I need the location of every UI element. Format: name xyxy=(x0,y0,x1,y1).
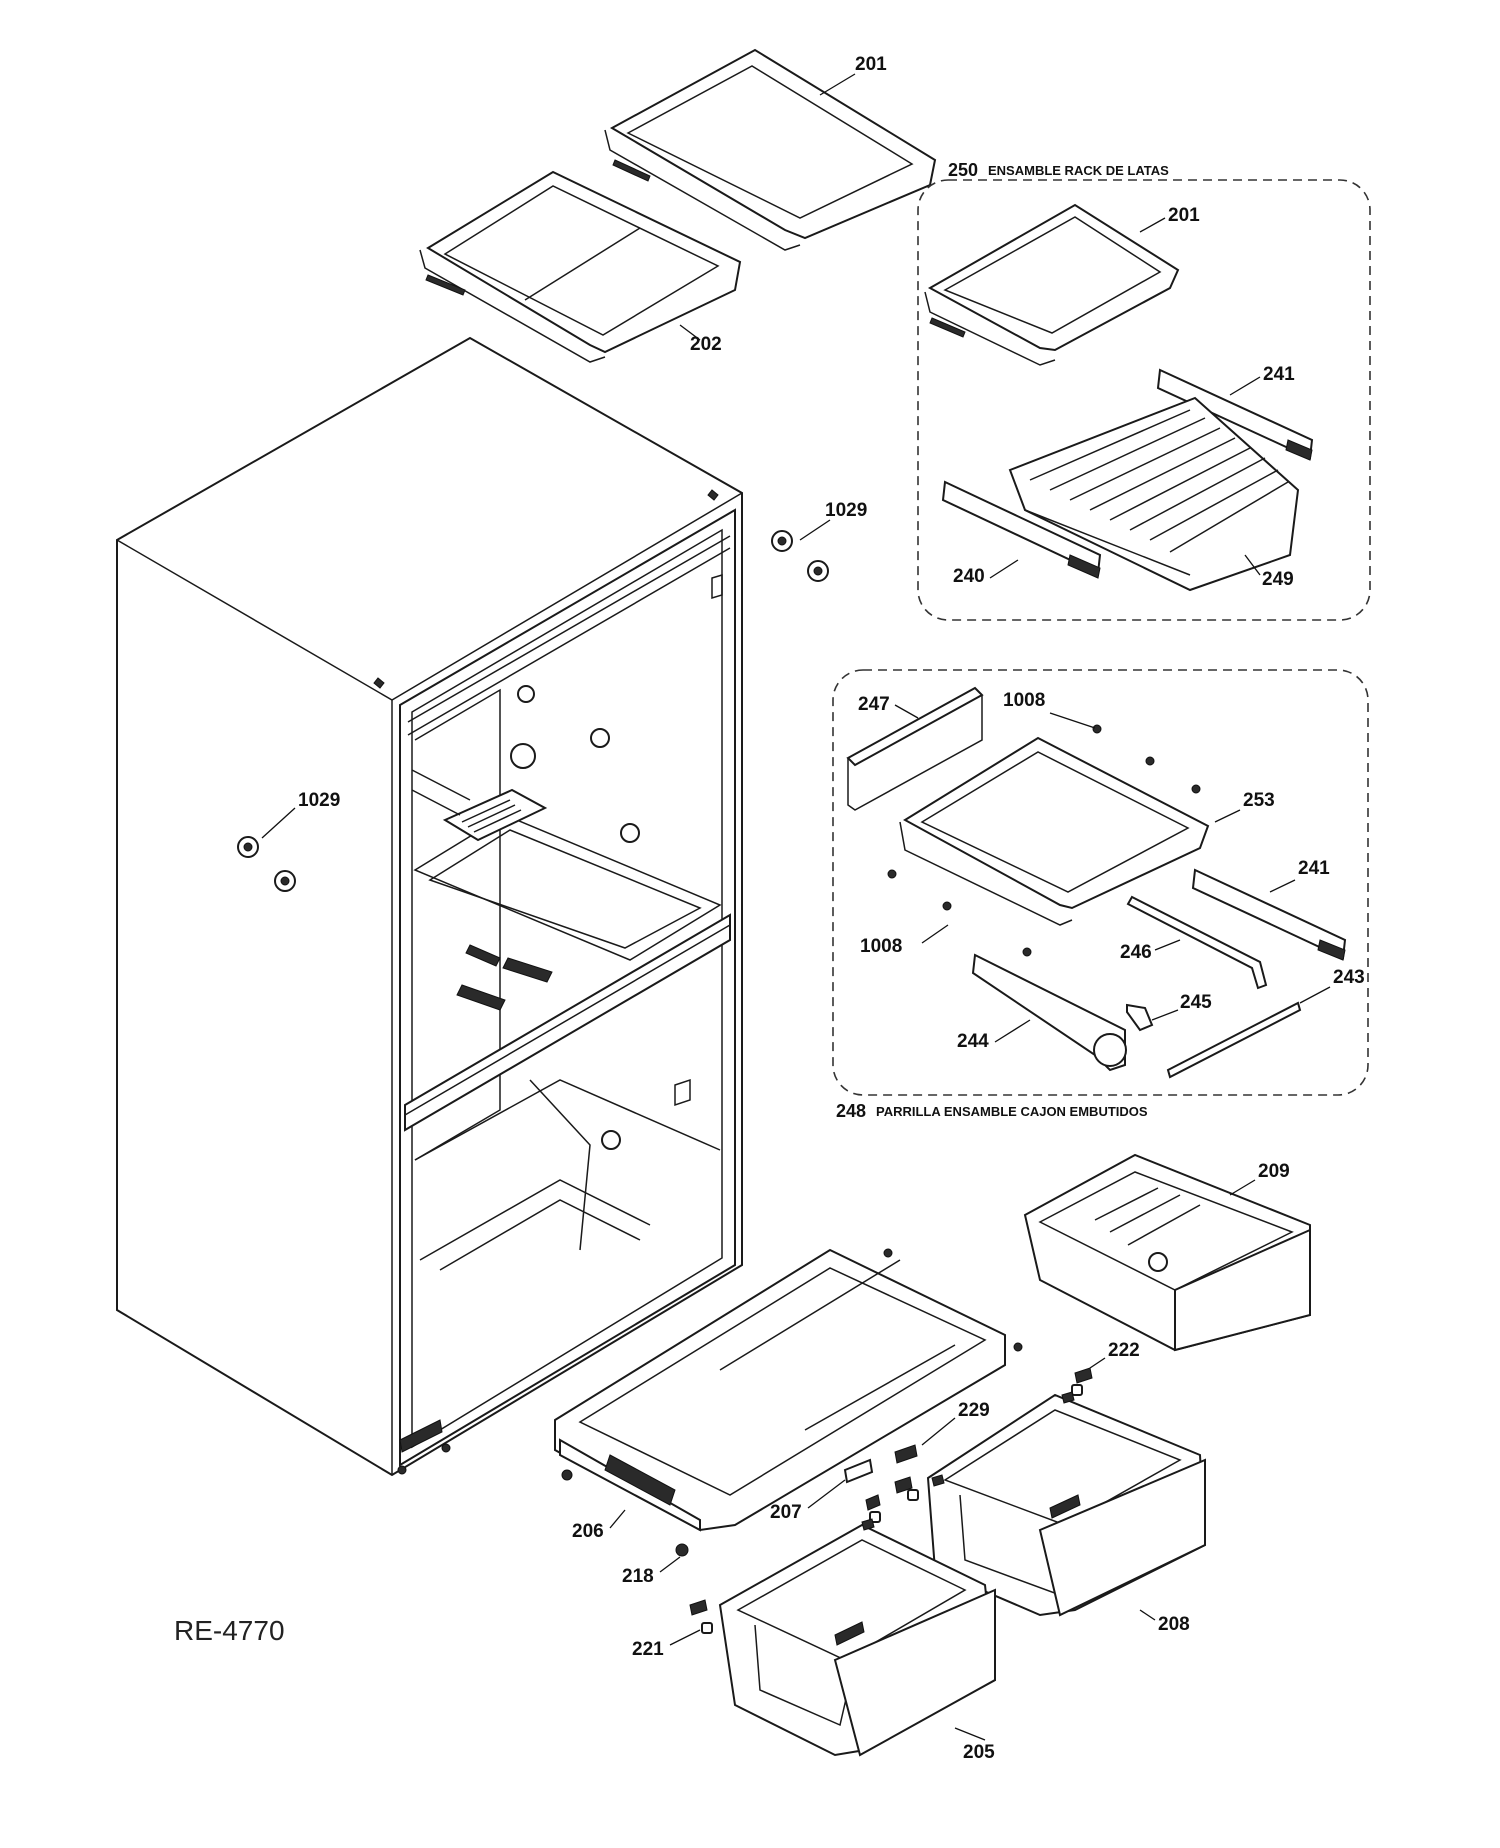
hinge-cap-1029-left xyxy=(237,836,296,892)
refrigerator-cabinet xyxy=(116,336,743,1477)
callout-244: 244 xyxy=(957,1031,989,1052)
callout-202: 202 xyxy=(690,334,722,355)
callout-246: 246 xyxy=(1120,942,1152,963)
callout-218: 218 xyxy=(622,1566,654,1587)
can-rack-249 xyxy=(1008,396,1300,592)
pan-209 xyxy=(1023,1153,1311,1352)
crisper-bin-205 xyxy=(718,1518,997,1757)
rod-246 xyxy=(1126,895,1268,990)
caps-221 xyxy=(689,1599,713,1634)
clip-245 xyxy=(1126,1003,1154,1032)
callout-221: 221 xyxy=(632,1639,664,1660)
callout-205: 205 xyxy=(963,1742,995,1763)
callout-1029-right: 1029 xyxy=(825,500,867,521)
rail-241-mid xyxy=(1191,868,1347,961)
shelf-201-top xyxy=(604,48,937,251)
callout-1008-bottom: 1008 xyxy=(860,936,902,957)
callout-201-top: 201 xyxy=(855,54,887,75)
callout-201-group: 201 xyxy=(1168,205,1200,226)
callout-209: 209 xyxy=(1258,1161,1290,1182)
can-rack-group-title: ENSAMBLE RACK DE LATAS xyxy=(988,163,1169,178)
document-id: RE-4770 xyxy=(174,1615,285,1646)
can-rack-group-box xyxy=(917,179,1371,621)
callout-207: 207 xyxy=(770,1502,802,1523)
callout-1008-top: 1008 xyxy=(1003,690,1045,711)
callout-241-mid: 241 xyxy=(1298,858,1330,879)
caps-222 xyxy=(1071,1367,1093,1396)
deli-drawer-group-title: PARRILLA ENSAMBLE CAJON EMBUTIDOS xyxy=(876,1104,1148,1119)
clips-229 xyxy=(894,1444,919,1501)
shelf-202 xyxy=(419,170,742,363)
hinge-cap-1029-right xyxy=(771,530,829,582)
callout-240: 240 xyxy=(953,566,985,587)
callout-241-top: 241 xyxy=(1263,364,1295,385)
callout-243: 243 xyxy=(1333,967,1365,988)
callout-1029-left: 1029 xyxy=(298,790,340,811)
strip-243 xyxy=(1166,1001,1302,1079)
crisper-cover-206 xyxy=(554,1248,1023,1532)
callout-229: 229 xyxy=(958,1400,990,1421)
callout-206: 206 xyxy=(572,1521,604,1542)
cover-247 xyxy=(846,686,984,811)
screws-1008 xyxy=(887,724,1201,957)
rail-244 xyxy=(971,953,1127,1072)
shelf-201-group xyxy=(924,203,1180,366)
rail-241-top xyxy=(1156,368,1314,461)
deli-drawer-group-number: 248 xyxy=(836,1101,866,1121)
clips-207 xyxy=(843,1458,881,1523)
nut-218 xyxy=(675,1543,689,1557)
callout-208: 208 xyxy=(1158,1614,1190,1635)
callout-249: 249 xyxy=(1262,569,1294,590)
deli-drawer-group-box xyxy=(832,669,1369,1096)
crisper-bin-208 xyxy=(926,1391,1207,1617)
rail-240 xyxy=(941,480,1102,579)
callout-245: 245 xyxy=(1180,992,1212,1013)
leader-lines xyxy=(261,73,1331,1741)
callout-253: 253 xyxy=(1243,790,1275,811)
callout-247: 247 xyxy=(858,694,890,715)
callout-222: 222 xyxy=(1108,1340,1140,1361)
can-rack-group-number: 250 xyxy=(948,160,978,180)
shelf-253 xyxy=(899,736,1210,926)
